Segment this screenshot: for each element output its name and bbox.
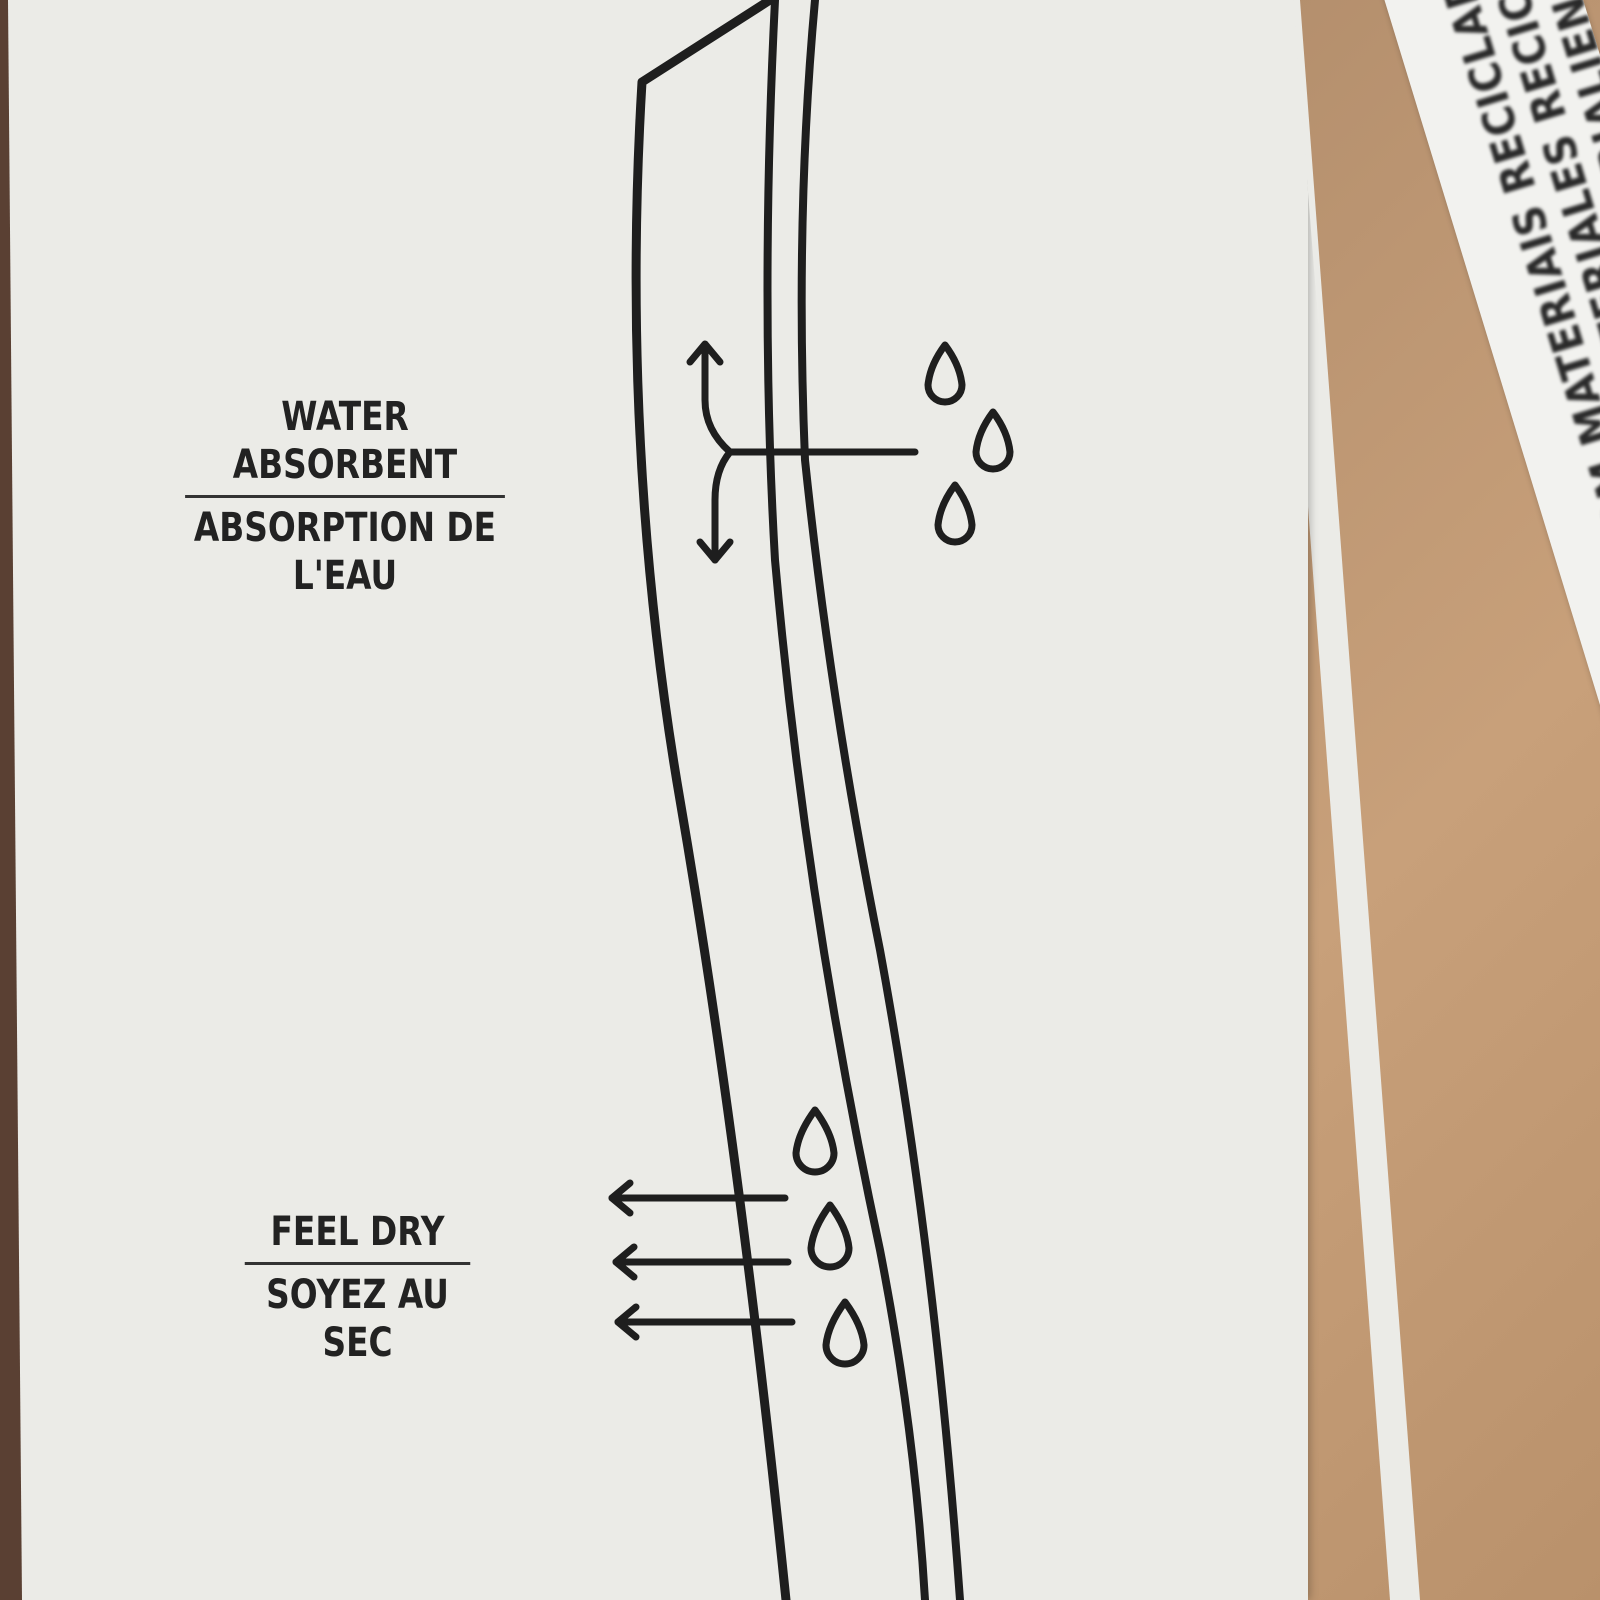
absorbent-drops <box>928 345 1010 542</box>
water-drop-icon <box>976 412 1010 469</box>
feel-dry-divider <box>245 1262 471 1265</box>
feel-dry-label: FEEL DRY SOYEZ AU SEC <box>245 1208 471 1367</box>
water-absorbent-french: ABSORPTION DE L'EAU <box>185 504 505 600</box>
fabric-outer-line <box>636 0 786 1600</box>
fabric-inner-line-2 <box>802 0 960 1600</box>
water-drop-icon <box>928 345 962 402</box>
water-drop-icon <box>796 1110 834 1172</box>
water-drop-icon <box>811 1205 849 1267</box>
water-absorbent-divider <box>185 495 505 498</box>
water-drop-icon <box>826 1302 864 1364</box>
water-absorbent-label: WATER ABSORBENT ABSORPTION DE L'EAU <box>185 393 505 600</box>
feel-dry-english: FEEL DRY <box>245 1208 471 1256</box>
fabric-inner-line-1 <box>768 0 926 1600</box>
dry-arrows <box>612 1183 792 1337</box>
feel-dry-french: SOYEZ AU SEC <box>245 1271 471 1367</box>
water-absorbent-english: WATER ABSORBENT <box>185 393 505 489</box>
water-drop-icon <box>938 485 972 542</box>
dry-drops <box>796 1110 864 1364</box>
